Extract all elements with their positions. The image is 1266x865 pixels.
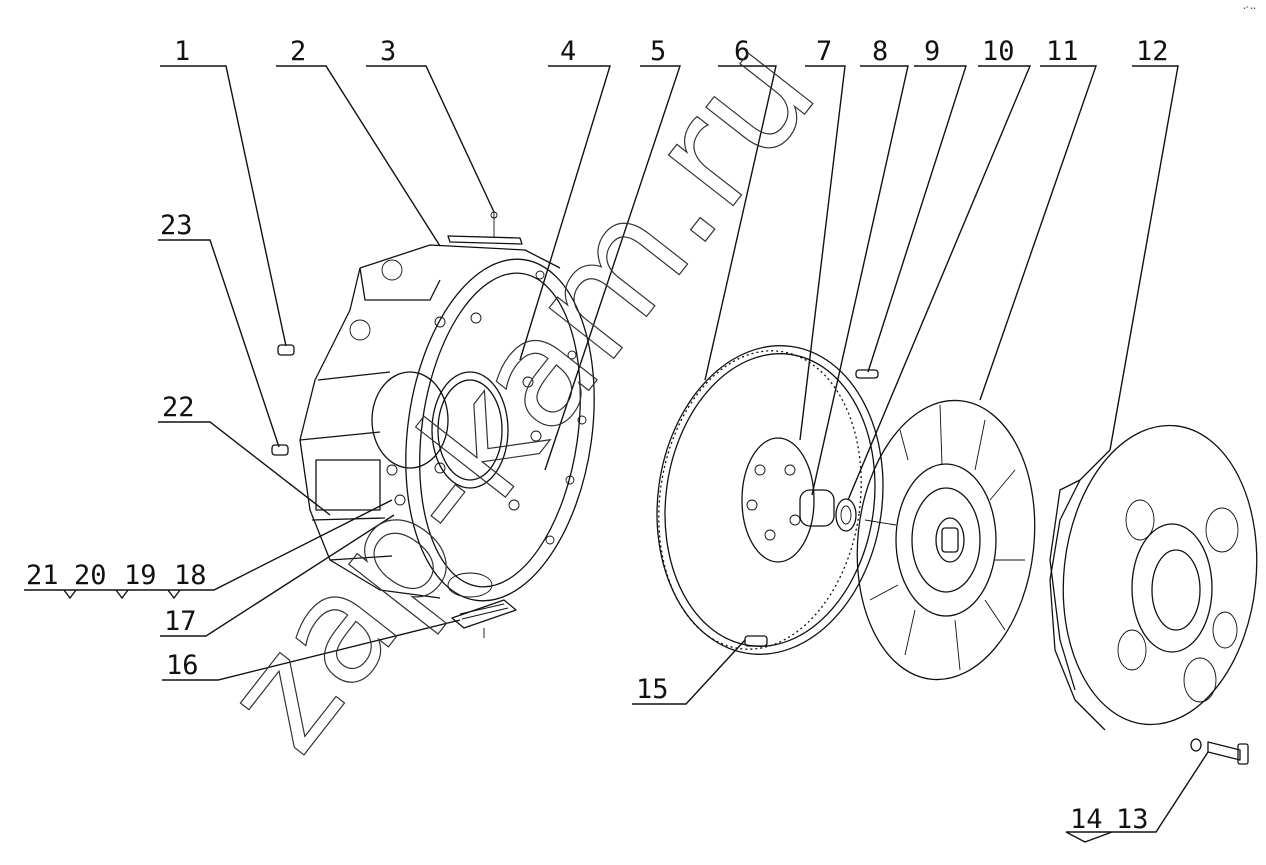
leader-lines [24,65,1209,843]
callout-21: 21 [26,560,59,591]
callout-4: 4 [560,36,576,67]
housing-bolts [386,270,587,545]
watermark-text: zap-kam.ru [191,8,849,782]
flywheel-housing [299,244,595,602]
callout-22: 22 [162,392,195,423]
clutch-disc [856,399,1036,681]
callout-9: 9 [924,36,940,67]
callout-1: 1 [174,36,190,67]
callout-23: 23 [160,210,193,241]
callout-13: 13 [1116,804,1149,835]
pressure-plate [1049,424,1258,731]
callout-2: 2 [290,36,306,67]
top-cover-plate [447,211,523,245]
callout-11: 11 [1046,36,1079,67]
callout-7: 7 [816,36,832,67]
callout-6: 6 [734,36,750,67]
dowel-pins [271,344,295,456]
corner-mark: •° •• [1243,6,1256,12]
callout-16: 16 [166,650,199,681]
flywheel [656,345,884,655]
inspection-cover [451,599,517,638]
callout-10: 10 [982,36,1015,67]
bolt-and-washer [1190,738,1249,765]
callout-17: 17 [164,606,197,637]
callout-labels: 1 2 3 4 5 6 7 8 9 10 11 12 13 14 15 16 1… [26,36,1169,835]
callout-14: 14 [1070,804,1103,835]
pilot-bearing [835,498,857,532]
callout-8: 8 [872,36,888,67]
callout-3: 3 [380,36,396,67]
callout-15: 15 [636,674,669,705]
callout-18: 18 [174,560,207,591]
callout-19: 19 [124,560,157,591]
callout-12: 12 [1136,36,1169,67]
callout-20: 20 [74,560,107,591]
callout-5: 5 [650,36,666,67]
